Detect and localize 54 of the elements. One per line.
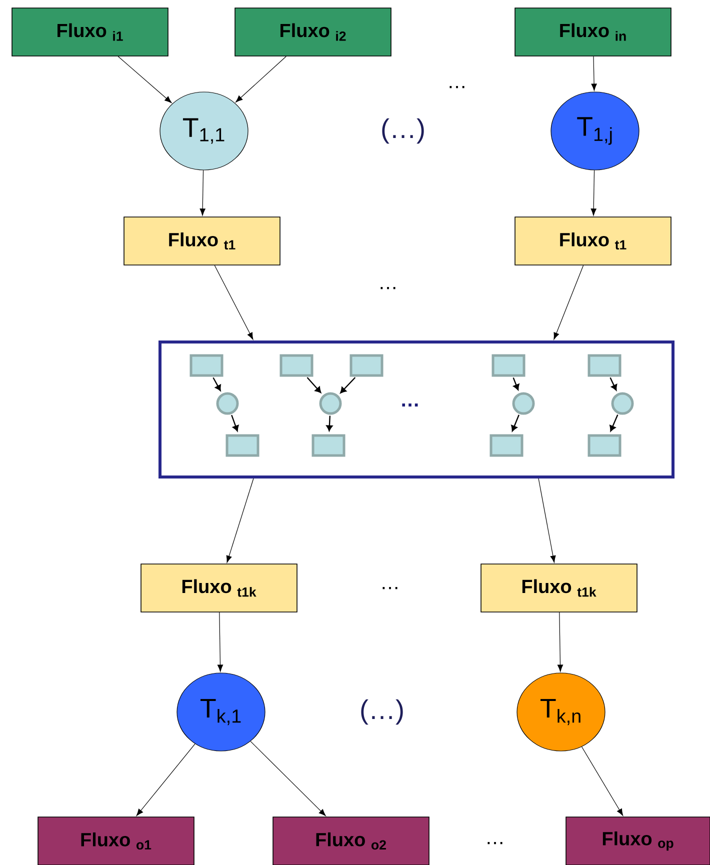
small-box bbox=[280, 354, 314, 377]
arrow bbox=[217, 612, 224, 672]
arrow bbox=[250, 741, 326, 816]
arrow bbox=[610, 414, 618, 432]
small-circle bbox=[512, 392, 535, 415]
small-circle bbox=[216, 392, 239, 415]
ellipsis: … bbox=[450, 86, 464, 88]
flow-box: Fluxo $_{op}$ bbox=[566, 816, 710, 865]
small-box bbox=[190, 354, 224, 377]
small-circle bbox=[319, 392, 342, 415]
arrow bbox=[326, 416, 333, 432]
small-box bbox=[492, 354, 526, 377]
arrow bbox=[231, 414, 239, 432]
ellipsis: … bbox=[402, 404, 418, 406]
small-box bbox=[226, 434, 260, 457]
arrow bbox=[581, 746, 624, 816]
arrow bbox=[610, 377, 618, 391]
arrow bbox=[511, 414, 520, 432]
flow-box: Fluxo $_{in}$ bbox=[514, 8, 672, 56]
arrow bbox=[590, 170, 596, 216]
small-circle bbox=[611, 392, 634, 415]
arrow bbox=[512, 377, 520, 390]
ellipsis: … bbox=[380, 286, 396, 290]
small-box bbox=[312, 434, 346, 457]
ellipsis: (…) bbox=[361, 699, 403, 725]
arrow bbox=[340, 377, 356, 394]
ellipsis: … bbox=[488, 842, 502, 844]
arrow bbox=[226, 478, 254, 563]
frame-box bbox=[158, 340, 674, 478]
flow-box: Fluxo $_{t1k}$ bbox=[480, 564, 638, 612]
arrow bbox=[591, 56, 597, 91]
flow-box: Fluxo $_{t1k}$ bbox=[140, 564, 298, 612]
ellipsis: (…) bbox=[382, 118, 424, 144]
arrow bbox=[236, 56, 286, 102]
arrow bbox=[557, 612, 564, 672]
arrow bbox=[214, 265, 254, 340]
arrow bbox=[306, 377, 322, 393]
flow-box: Fluxo $_{t1}$ bbox=[514, 216, 672, 266]
flow-box: Fluxo $_{i2}$ bbox=[234, 8, 392, 56]
arrow bbox=[136, 744, 196, 816]
arrow bbox=[212, 377, 221, 392]
small-box bbox=[588, 434, 622, 457]
flow-box: Fluxo $_{i1}$ bbox=[12, 8, 168, 56]
small-box bbox=[350, 354, 384, 377]
ellipsis: … bbox=[382, 586, 398, 590]
flow-box: Fluxo $_{o1}$ bbox=[38, 816, 194, 865]
small-box bbox=[588, 354, 622, 377]
flow-box: Fluxo $_{o2}$ bbox=[272, 816, 430, 865]
arrow bbox=[118, 56, 172, 103]
arrow bbox=[200, 170, 206, 216]
flow-box: Fluxo $_{t1}$ bbox=[124, 216, 280, 266]
arrow bbox=[538, 478, 556, 563]
arrow bbox=[554, 265, 584, 340]
small-box bbox=[490, 434, 524, 457]
